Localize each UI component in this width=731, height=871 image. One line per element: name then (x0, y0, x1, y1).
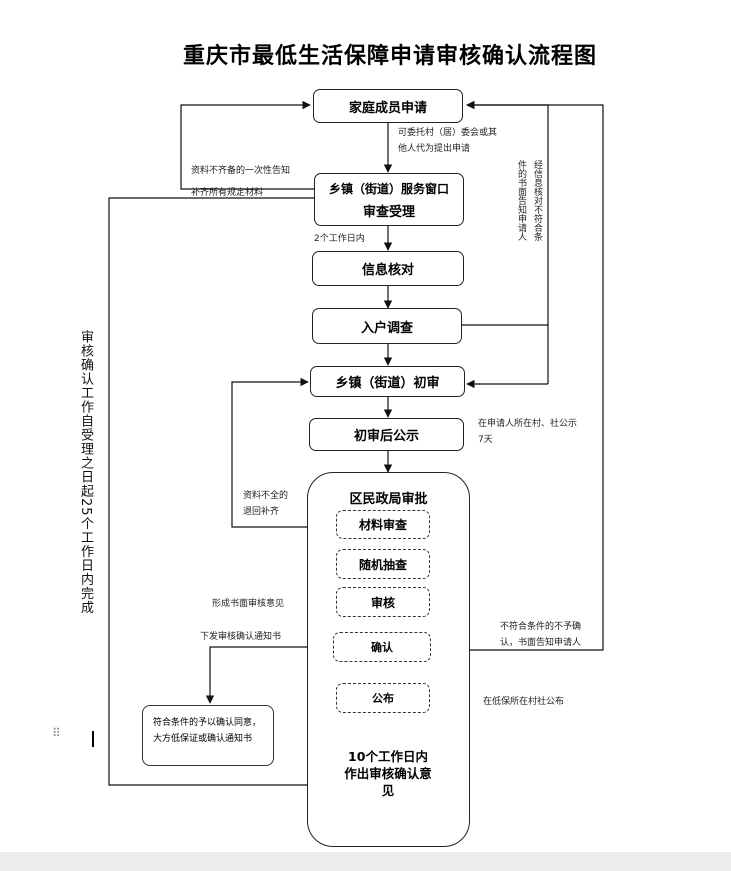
announce-box: 公布 (336, 683, 430, 713)
info-verify-label: 信息核对 (361, 263, 414, 278)
service-window-label-1: 乡镇（街道）服务窗口 (328, 181, 449, 196)
deadline-line-3: 见 (381, 783, 395, 798)
announce-label: 公布 (372, 692, 394, 705)
service-window-label-2: 审查受理 (362, 204, 415, 220)
written-opinion-note: 形成书面审核意见 (212, 599, 285, 609)
text-cursor (92, 731, 94, 747)
deadline-line-1: 10个工作日内 (348, 749, 428, 764)
publicize-note-line-1: 在申请人所在村、社公示 (478, 419, 578, 429)
material-review-box: 材料审查 (336, 510, 430, 539)
left-vertical-note: 审核确认工作自受理之日起25个工作日内完成 (78, 330, 93, 615)
incomplete-note: 资料不齐备的一次性告知 补齐所有规定材料 (191, 160, 290, 204)
initial-review-label: 乡镇（街道）初审 (335, 376, 440, 391)
page-bottom-bar (0, 852, 731, 871)
publicize-note: 在申请人所在村、社公示 7天 (478, 416, 577, 448)
not-eligible-note-2: 件的书面告知申请人 (516, 160, 526, 241)
publicize-note-line-2: 7天 (478, 435, 493, 445)
page-title: 重庆市最低生活保障申请审核确认流程图 (182, 44, 597, 69)
drag-handle-icon[interactable]: ⠿ (52, 726, 61, 740)
material-review-label: 材料审查 (358, 518, 407, 532)
announce-note: 在低保所在村社公布 (483, 697, 565, 707)
confirm-box: 确认 (333, 632, 431, 662)
deadline-text: 10个工作日内 作出审核确认意 见 (315, 748, 461, 799)
incomplete-note-line-2: 补齐所有规定材料 (191, 188, 264, 198)
entrust-note-line-1: 可委托村（居）委会或其 (398, 128, 498, 138)
incomplete-note-line-1: 资料不齐备的一次性告知 (191, 166, 291, 176)
reject-note-line-2: 认，书面告知申请人 (500, 638, 582, 648)
two-days-note: 2个工作日内 (314, 234, 365, 244)
issue-notice-note: 下发审核确认通知书 (200, 632, 282, 642)
home-visit-box: 入户调查 (312, 308, 462, 344)
audit-label: 审核 (370, 595, 395, 610)
random-check-label: 随机抽查 (358, 557, 407, 572)
deadline-line-2: 作出审核确认意 (344, 766, 432, 781)
entrust-note-line-2: 他人代为提出申请 (398, 144, 471, 154)
audit-box: 审核 (336, 587, 430, 617)
info-verify-box: 信息核对 (312, 251, 464, 286)
return-note: 资料不全的 退回补齐 (243, 488, 288, 520)
home-visit-label: 入户调查 (360, 320, 413, 336)
entrust-note: 可委托村（居）委会或其 他人代为提出申请 (398, 125, 497, 157)
confirm-label: 确认 (371, 641, 393, 654)
publicize-box: 初审后公示 (309, 418, 464, 451)
apply-label: 家庭成员申请 (348, 100, 427, 116)
reject-note-line-1: 不符合条件的不予确 (500, 622, 582, 632)
service-window-box: 乡镇（街道）服务窗口 审查受理 (314, 173, 464, 226)
publicize-label: 初审后公示 (353, 429, 419, 444)
initial-review-box: 乡镇（街道）初审 (310, 366, 465, 397)
result-label: 符合条件的予以确认同意，大方低保证或确认通知书 (153, 718, 262, 744)
apply-box: 家庭成员申请 (313, 89, 463, 123)
result-box: 符合条件的予以确认同意，大方低保证或确认通知书 (142, 705, 274, 766)
reject-note: 不符合条件的不予确 认，书面告知申请人 (500, 619, 581, 651)
not-eligible-note-1: 经信息核对不符合条 (532, 160, 542, 241)
return-note-line-1: 资料不全的 (243, 491, 289, 501)
random-check-box: 随机抽查 (336, 549, 430, 579)
return-note-line-2: 退回补齐 (243, 507, 280, 517)
district-approval-title: 区民政局审批 (349, 492, 428, 507)
